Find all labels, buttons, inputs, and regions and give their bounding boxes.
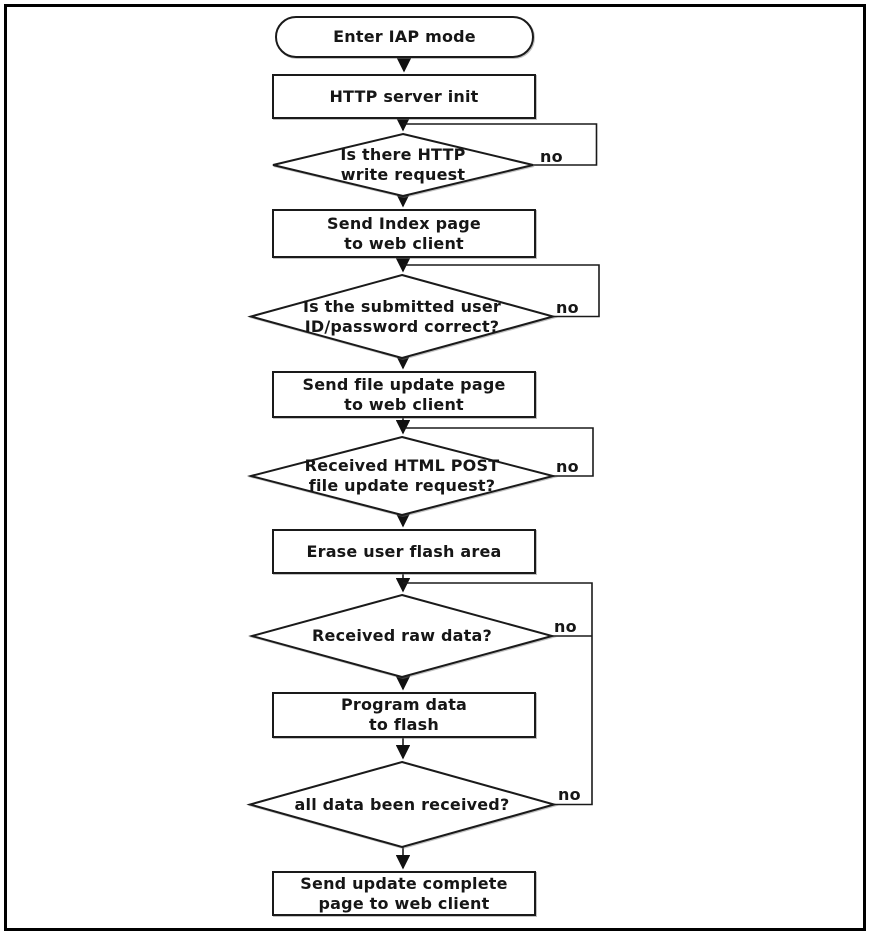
node-erase-user-flash-area: Erase user flash area (272, 529, 536, 574)
process-shape (272, 529, 536, 574)
node-label: to web client (344, 395, 464, 414)
decision-shape (246, 760, 558, 849)
node-label: Erase user flash area (306, 542, 501, 561)
node-label: Received HTML POST (305, 456, 500, 475)
node-label: all data been received? (295, 795, 510, 814)
process-shape (272, 871, 536, 916)
node-label: Program data (341, 695, 467, 714)
edge-label-no-5: no (558, 785, 581, 804)
node-label: Send file update page (302, 375, 505, 394)
edge-write-request-no-loop (403, 123, 598, 166)
no-edge-labels: no no no no no (540, 147, 581, 804)
node-label: page to web client (319, 894, 490, 913)
page-border (4, 4, 866, 931)
node-received-html-post-file-update-request: Received HTML POST file update request? (247, 435, 557, 517)
node-label: Send update complete (300, 874, 507, 893)
process-shape (272, 74, 536, 119)
node-label: Send Index page (327, 214, 481, 233)
edge-label-no-4: no (554, 617, 577, 636)
node-send-index-page: Send Index page to web client (272, 209, 536, 258)
node-http-server-init: HTTP server init (272, 74, 536, 119)
edge-id-password-no-loop (403, 264, 600, 318)
edge-label-no-1: no (540, 147, 563, 166)
node-enter-iap-mode: Enter IAP mode (275, 16, 534, 58)
node-label: Enter IAP mode (333, 27, 476, 46)
node-label: to web client (344, 234, 464, 253)
process-shape (272, 371, 536, 418)
node-is-there-http-write-request: Is there HTTP write request (272, 132, 534, 198)
decision-shape (247, 273, 557, 360)
decision-shape (247, 435, 557, 517)
node-label: Is there HTTP (340, 145, 465, 164)
terminator-shape (275, 16, 534, 58)
node-label: write request (341, 165, 466, 184)
node-program-data-to-flash: Program data to flash (272, 692, 536, 738)
node-send-update-complete-page: Send update complete page to web client (272, 871, 536, 916)
node-all-data-been-received: all data been received? (246, 760, 558, 849)
node-label: Received raw data? (312, 626, 492, 645)
node-send-file-update-page: Send file update page to web client (272, 371, 536, 418)
edge-all-received-no-loop (403, 582, 593, 806)
node-is-submitted-user-id-password-correct: Is the submitted user ID/password correc… (247, 273, 557, 360)
connectors (395, 57, 412, 870)
decision-shape (248, 593, 556, 679)
node-label: to flash (369, 715, 439, 734)
node-received-raw-data: Received raw data? (248, 593, 556, 679)
node-label: HTTP server init (329, 87, 478, 106)
process-shape (272, 209, 536, 258)
node-label: Is the submitted user (303, 297, 501, 316)
node-label: ID/password correct? (305, 317, 500, 336)
process-shape (272, 692, 536, 738)
edge-label-no-3: no (556, 457, 579, 476)
decision-shape (272, 132, 534, 198)
node-label: file update request? (309, 476, 495, 495)
edge-label-no-2: no (556, 298, 579, 317)
no-loops (403, 123, 600, 806)
edge-html-post-no-loop (403, 427, 594, 477)
